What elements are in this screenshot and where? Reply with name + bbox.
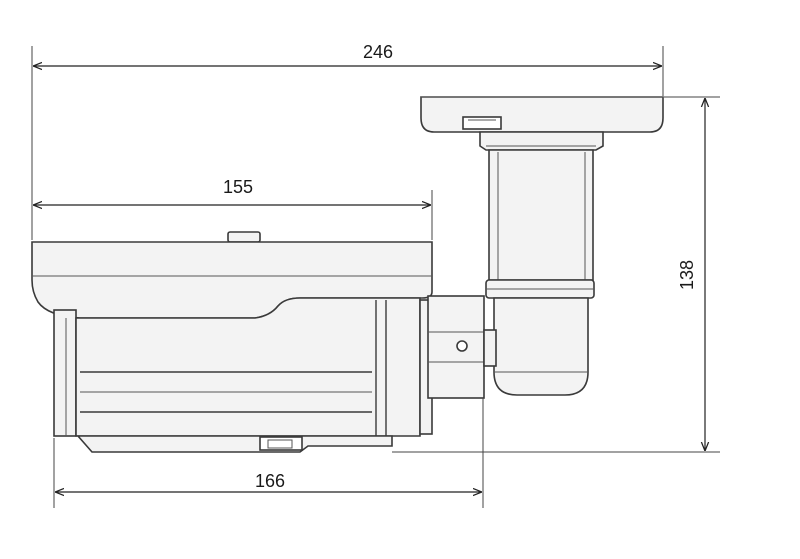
adjust-screw-icon (456, 340, 468, 352)
dimension-label-overall-width: 246 (363, 42, 393, 62)
camera-housing (53, 297, 421, 437)
dimension-body-length: 166 (53, 398, 484, 508)
rear-connector (419, 295, 497, 435)
dimension-overall-width: 246 (31, 42, 664, 240)
bracket-collar (485, 279, 595, 299)
dimension-label-height: 138 (677, 260, 697, 290)
dimension-label-housing-length: 155 (223, 177, 253, 197)
bracket-ball-joint (493, 297, 589, 396)
wall-mount-plate (420, 96, 664, 133)
bracket-neck (479, 131, 604, 281)
dimension-housing-length: 155 (33, 177, 433, 240)
dimension-label-body-length: 166 (255, 471, 285, 491)
bottom-rail (76, 435, 393, 453)
dimension-height: 138 (392, 96, 720, 453)
camera-body (31, 96, 664, 453)
